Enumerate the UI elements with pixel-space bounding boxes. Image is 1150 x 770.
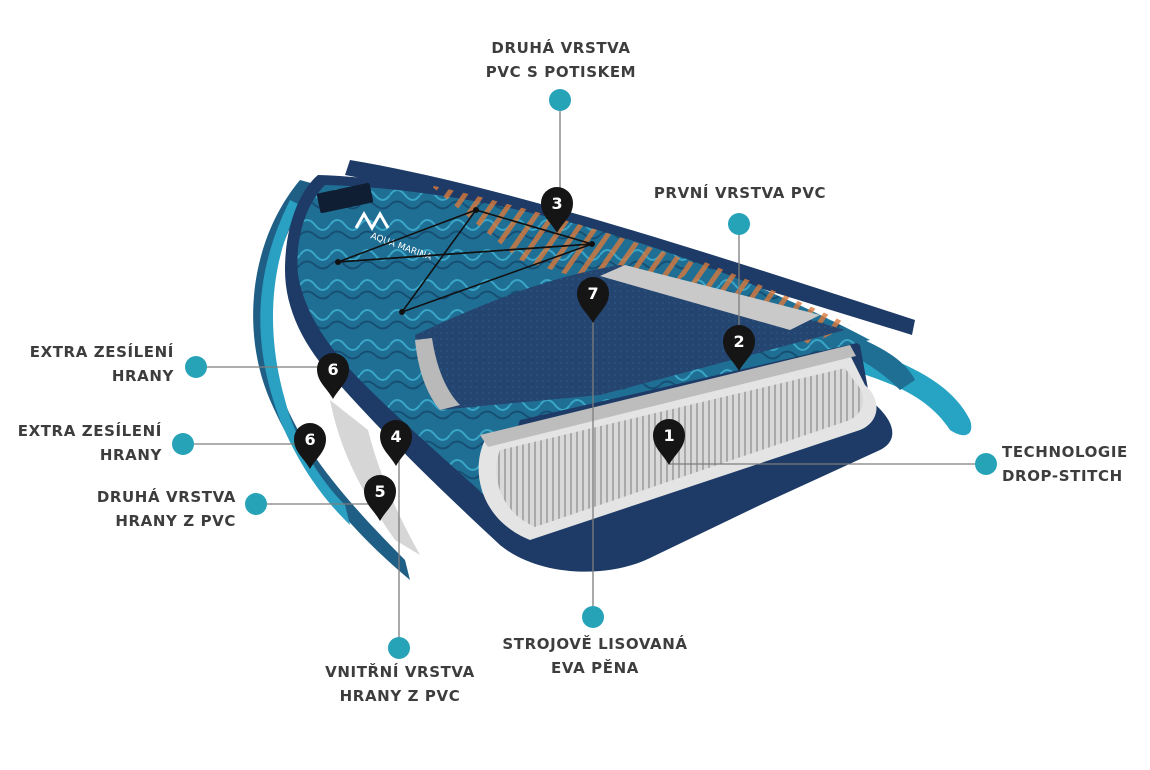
pin-number: 4 — [390, 427, 401, 446]
map-pin-icon: 3 — [541, 187, 573, 233]
callout-label-layer-6b: EXTRA ZESÍLENÍ HRANY — [18, 419, 162, 467]
callout-label-layer-2: PRVNÍ VRSTVA PVC — [654, 181, 826, 205]
dot-marker-icon — [728, 213, 750, 235]
dot-marker-icon — [245, 493, 267, 515]
dot-marker-icon — [582, 606, 604, 628]
dot-marker-icon — [172, 433, 194, 455]
callout-label-layer-5: DRUHÁ VRSTVA HRANY Z PVC — [97, 485, 236, 533]
callout-line: DRUHÁ VRSTVA — [491, 39, 631, 57]
callout-line: EXTRA ZESÍLENÍ — [17, 422, 162, 440]
callout-line: DROP-STITCH — [1002, 467, 1123, 485]
dot-marker-icon — [388, 637, 410, 659]
pin-number: 6 — [327, 360, 338, 379]
map-pin-icon: 4 — [380, 420, 412, 466]
callout-label-layer-1: TECHNOLOGIE DROP-STITCH — [1002, 440, 1128, 488]
map-pin-icon: 2 — [723, 325, 755, 371]
callout-line: EVA PĚNA — [551, 659, 639, 677]
dot-marker-icon — [549, 89, 571, 111]
callout-line: PVC S POTISKEM — [485, 63, 637, 81]
map-pin-icon: 6 — [317, 353, 349, 399]
pin-number: 7 — [587, 284, 598, 303]
map-pin-icon: 5 — [364, 475, 396, 521]
callout-label-layer-7: STROJOVĚ LISOVANÁ EVA PĚNA — [502, 632, 687, 680]
callout-line: HRANY Z PVC — [115, 512, 236, 530]
dot-marker-icon — [975, 453, 997, 475]
leader-lines — [183, 100, 986, 648]
callout-line: HRANY — [99, 446, 162, 464]
callout-line: EXTRA ZESÍLENÍ — [29, 343, 174, 361]
callout-line: HRANY — [111, 367, 174, 385]
callout-line: HRANY Z PVC — [339, 687, 461, 705]
map-pin-icon: 1 — [653, 419, 685, 465]
callout-line: TECHNOLOGIE — [1002, 443, 1128, 461]
map-pin-icon: 6 — [294, 423, 326, 469]
pin-number: 5 — [374, 482, 385, 501]
pin-number: 2 — [733, 332, 744, 351]
dot-markers — [172, 89, 997, 659]
callout-line: PRVNÍ VRSTVA PVC — [653, 184, 827, 202]
callout-line: VNITŘNÍ VRSTVA — [325, 663, 475, 681]
map-pin-icon: 7 — [577, 277, 609, 323]
board-hull: AQUA MARINA — [285, 175, 893, 570]
callout-line: DRUHÁ VRSTVA — [96, 488, 236, 506]
pin-number: 1 — [663, 426, 674, 445]
pins: 3 2 6 6 4 5 7 — [294, 187, 755, 521]
callout-label-layer-3: DRUHÁ VRSTVA PVC S POTISKEM — [486, 36, 636, 84]
callout-label-layer-6a: EXTRA ZESÍLENÍ HRANY — [30, 340, 174, 388]
pin-number: 3 — [551, 194, 562, 213]
pin-number: 6 — [304, 430, 315, 449]
callout-label-layer-4: VNITŘNÍ VRSTVA HRANY Z PVC — [325, 660, 475, 708]
callout-line: STROJOVĚ LISOVANÁ — [502, 635, 688, 653]
dot-marker-icon — [185, 356, 207, 378]
